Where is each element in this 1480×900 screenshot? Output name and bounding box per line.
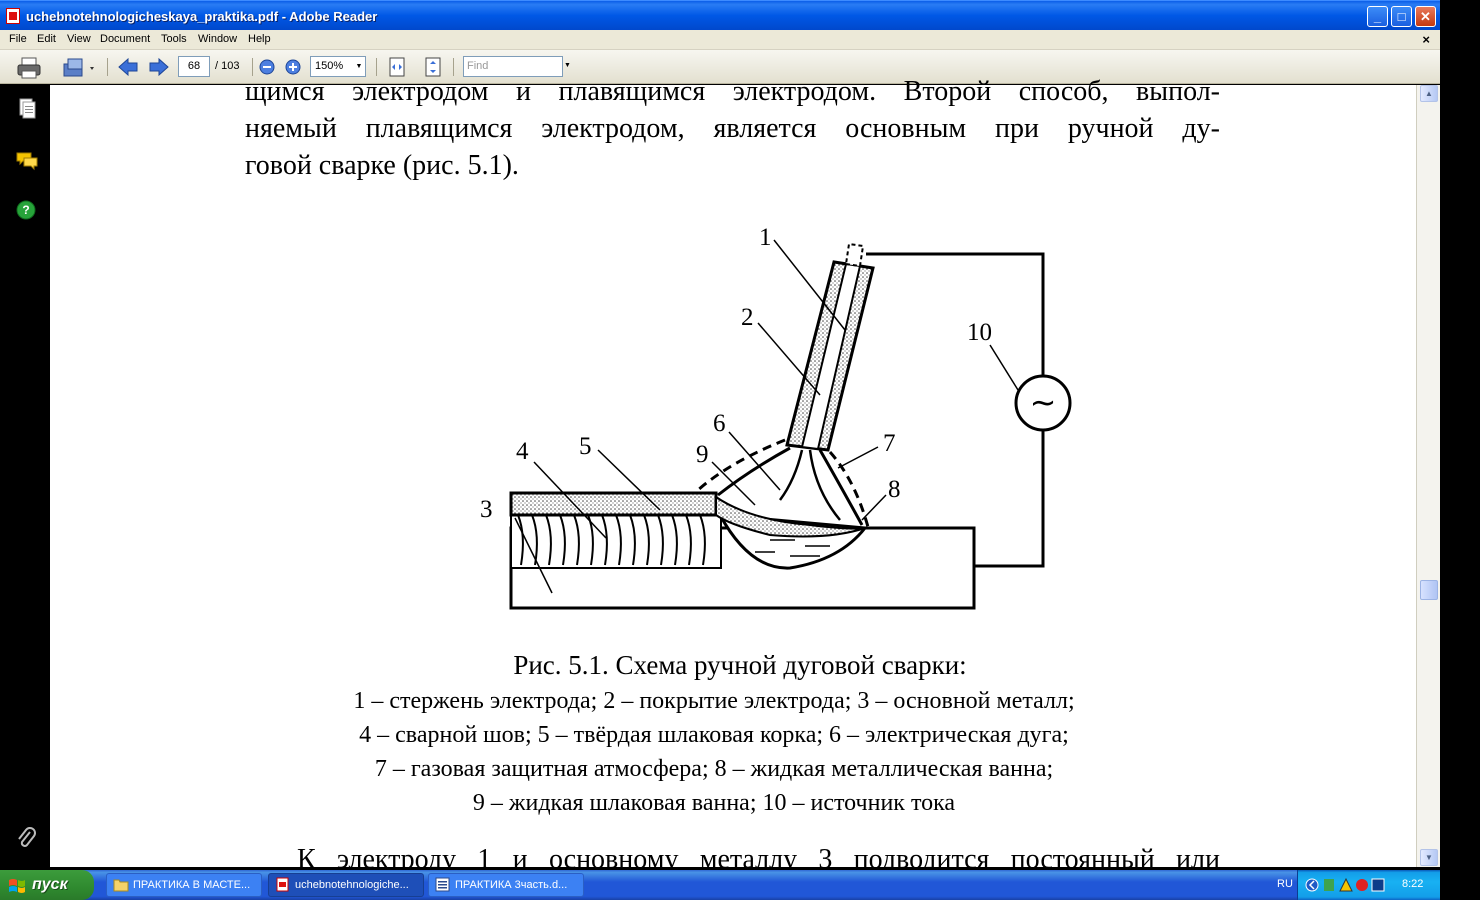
toolbar-separator bbox=[453, 58, 454, 76]
pages-icon[interactable] bbox=[15, 97, 37, 119]
text-line: говой сварке (рис. 5.1). bbox=[245, 150, 519, 181]
weld-seam bbox=[510, 512, 722, 569]
email-icon[interactable] bbox=[62, 56, 98, 77]
menu-window[interactable]: Window bbox=[198, 33, 238, 45]
paragraph-bottom: К электроду 1 и основному металлу 3 подв… bbox=[297, 841, 1220, 878]
comments-icon[interactable] bbox=[15, 149, 38, 171]
zoom-value: 150% bbox=[315, 60, 344, 72]
fit-width-icon[interactable] bbox=[423, 56, 443, 77]
task-label: ПРАКТИКА 3часть.d... bbox=[455, 879, 568, 891]
document-close-icon[interactable]: × bbox=[1422, 32, 1430, 47]
clock[interactable]: 8:22 bbox=[1402, 878, 1424, 890]
vertical-scrollbar[interactable]: ▲ ▼ bbox=[1416, 85, 1440, 867]
figure-caption-line: 9 – жидкая шлаковая ванна; 10 – источник… bbox=[472, 790, 956, 816]
figure-caption-line: 7 – газовая защитная атмосфера; 8 – жидк… bbox=[374, 756, 1054, 782]
navigation-panel: ? bbox=[0, 85, 50, 867]
welding-diagram: ~ 1 2 3 4 5 6 7 8 9 10 bbox=[480, 224, 1072, 610]
chevron-down-icon[interactable]: ▼ bbox=[355, 63, 363, 70]
label-7: 7 bbox=[883, 430, 896, 457]
arc-line bbox=[717, 446, 791, 497]
word-icon bbox=[435, 877, 450, 892]
zoom-in-icon[interactable] bbox=[284, 58, 302, 78]
task-word[interactable]: ПРАКТИКА 3часть.d... bbox=[428, 873, 584, 897]
windows-logo-icon bbox=[9, 879, 25, 893]
scroll-down-icon[interactable]: ▼ bbox=[1420, 849, 1438, 866]
circuit-wire bbox=[866, 252, 1045, 375]
toolbar-separator bbox=[376, 58, 377, 76]
scrollbar-thumb[interactable] bbox=[1420, 580, 1438, 600]
task-folder[interactable]: ПРАКТИКА В МАСТЕ... bbox=[106, 873, 262, 897]
figure-caption-line: 1 – стержень электрода; 2 – покрытие эле… bbox=[353, 688, 1075, 714]
window-title: uchebnotehnologicheskaya_praktika.pdf - … bbox=[26, 9, 378, 24]
close-button[interactable]: ✕ bbox=[1415, 6, 1436, 27]
fit-page-icon[interactable] bbox=[387, 56, 407, 77]
prev-page-icon[interactable] bbox=[116, 56, 140, 77]
menu-view[interactable]: View bbox=[67, 33, 91, 45]
zoom-out-icon[interactable] bbox=[258, 58, 276, 78]
network-icon bbox=[1324, 879, 1334, 891]
menu-document[interactable]: Document bbox=[100, 33, 151, 45]
label-10: 10 bbox=[967, 319, 992, 346]
system-tray bbox=[1297, 870, 1440, 900]
task-label: uchebnotehnologiche... bbox=[295, 879, 409, 891]
tray-icons bbox=[1305, 877, 1385, 892]
menu-file[interactable]: File bbox=[9, 33, 27, 45]
taskbar: пуск ПРАКТИКА В МАСТЕ... uchebnotehnolog… bbox=[0, 870, 1440, 900]
task-label: ПРАКТИКА В МАСТЕ... bbox=[133, 879, 251, 891]
menu-tools[interactable]: Tools bbox=[161, 33, 187, 45]
maximize-button[interactable]: □ bbox=[1391, 6, 1412, 27]
source-symbol: ~ bbox=[1030, 383, 1057, 421]
label-3: 3 bbox=[480, 496, 493, 523]
label-9: 9 bbox=[696, 441, 709, 468]
warning-icon bbox=[1339, 877, 1353, 892]
label-2: 2 bbox=[741, 304, 754, 331]
menu-help[interactable]: Help bbox=[248, 33, 271, 45]
task-pdf[interactable]: uchebnotehnologiche... bbox=[268, 873, 424, 897]
document-page[interactable]: щимся электродом и плавящимся электродом… bbox=[50, 76, 1416, 875]
attachment-icon[interactable] bbox=[15, 827, 37, 849]
pdf-icon bbox=[276, 877, 289, 892]
minimize-button[interactable]: _ bbox=[1367, 6, 1388, 27]
figure-caption-title: Рис. 5.1. Схема ручной дуговой сварки: bbox=[513, 650, 967, 680]
antivirus-icon bbox=[1356, 879, 1368, 891]
help-icon[interactable]: ? bbox=[15, 199, 37, 221]
page-number-input[interactable]: 68 bbox=[178, 56, 210, 77]
title-bar[interactable]: uchebnotehnologicheskaya_praktika.pdf - … bbox=[0, 0, 1440, 30]
paragraph-top: щимся электродом и плавящимся электродом… bbox=[245, 73, 1220, 184]
label-8: 8 bbox=[888, 476, 901, 503]
gas-atmosphere bbox=[697, 438, 786, 492]
toolbar-separator bbox=[252, 58, 253, 76]
label-4: 4 bbox=[516, 438, 529, 465]
text-line: няемый плавящимся электродом, является о… bbox=[245, 113, 1220, 144]
page-total: / 103 bbox=[215, 60, 240, 72]
toolbar bbox=[0, 50, 1440, 84]
label-5: 5 bbox=[579, 433, 592, 460]
toolbar-separator bbox=[107, 58, 108, 76]
find-input[interactable]: Find bbox=[463, 56, 563, 77]
print-icon[interactable] bbox=[16, 56, 42, 79]
menu-edit[interactable]: Edit bbox=[37, 33, 56, 45]
menu-bar: File Edit View Document Tools Window Hel… bbox=[0, 30, 1440, 50]
next-page-icon[interactable] bbox=[147, 56, 171, 77]
find-options-icon[interactable]: ▼ bbox=[564, 62, 571, 69]
tray-arrow-icon bbox=[1305, 878, 1319, 892]
label-6: 6 bbox=[713, 410, 726, 437]
svg-text:?: ? bbox=[22, 203, 29, 217]
start-button[interactable]: пуск bbox=[0, 870, 94, 900]
text-line: щимся электродом и плавящимся электродом… bbox=[245, 76, 1220, 107]
power-source bbox=[1014, 374, 1072, 432]
zoom-select[interactable]: 150% ▼ bbox=[310, 56, 366, 77]
figure-caption-line: 4 – сварной шов; 5 – твёрдая шлаковая ко… bbox=[359, 722, 1069, 748]
label-1: 1 bbox=[759, 224, 772, 251]
language-indicator[interactable]: RU bbox=[1277, 878, 1293, 890]
display-icon bbox=[1371, 878, 1385, 892]
folder-icon bbox=[113, 879, 129, 892]
slag-pool bbox=[715, 495, 866, 538]
start-label: пуск bbox=[32, 876, 68, 893]
slag-crust bbox=[509, 491, 718, 517]
adobe-reader-icon bbox=[6, 8, 20, 24]
text-line: К электроду 1 и основному металлу 3 подв… bbox=[297, 844, 1220, 875]
scroll-up-icon[interactable]: ▲ bbox=[1420, 85, 1438, 102]
